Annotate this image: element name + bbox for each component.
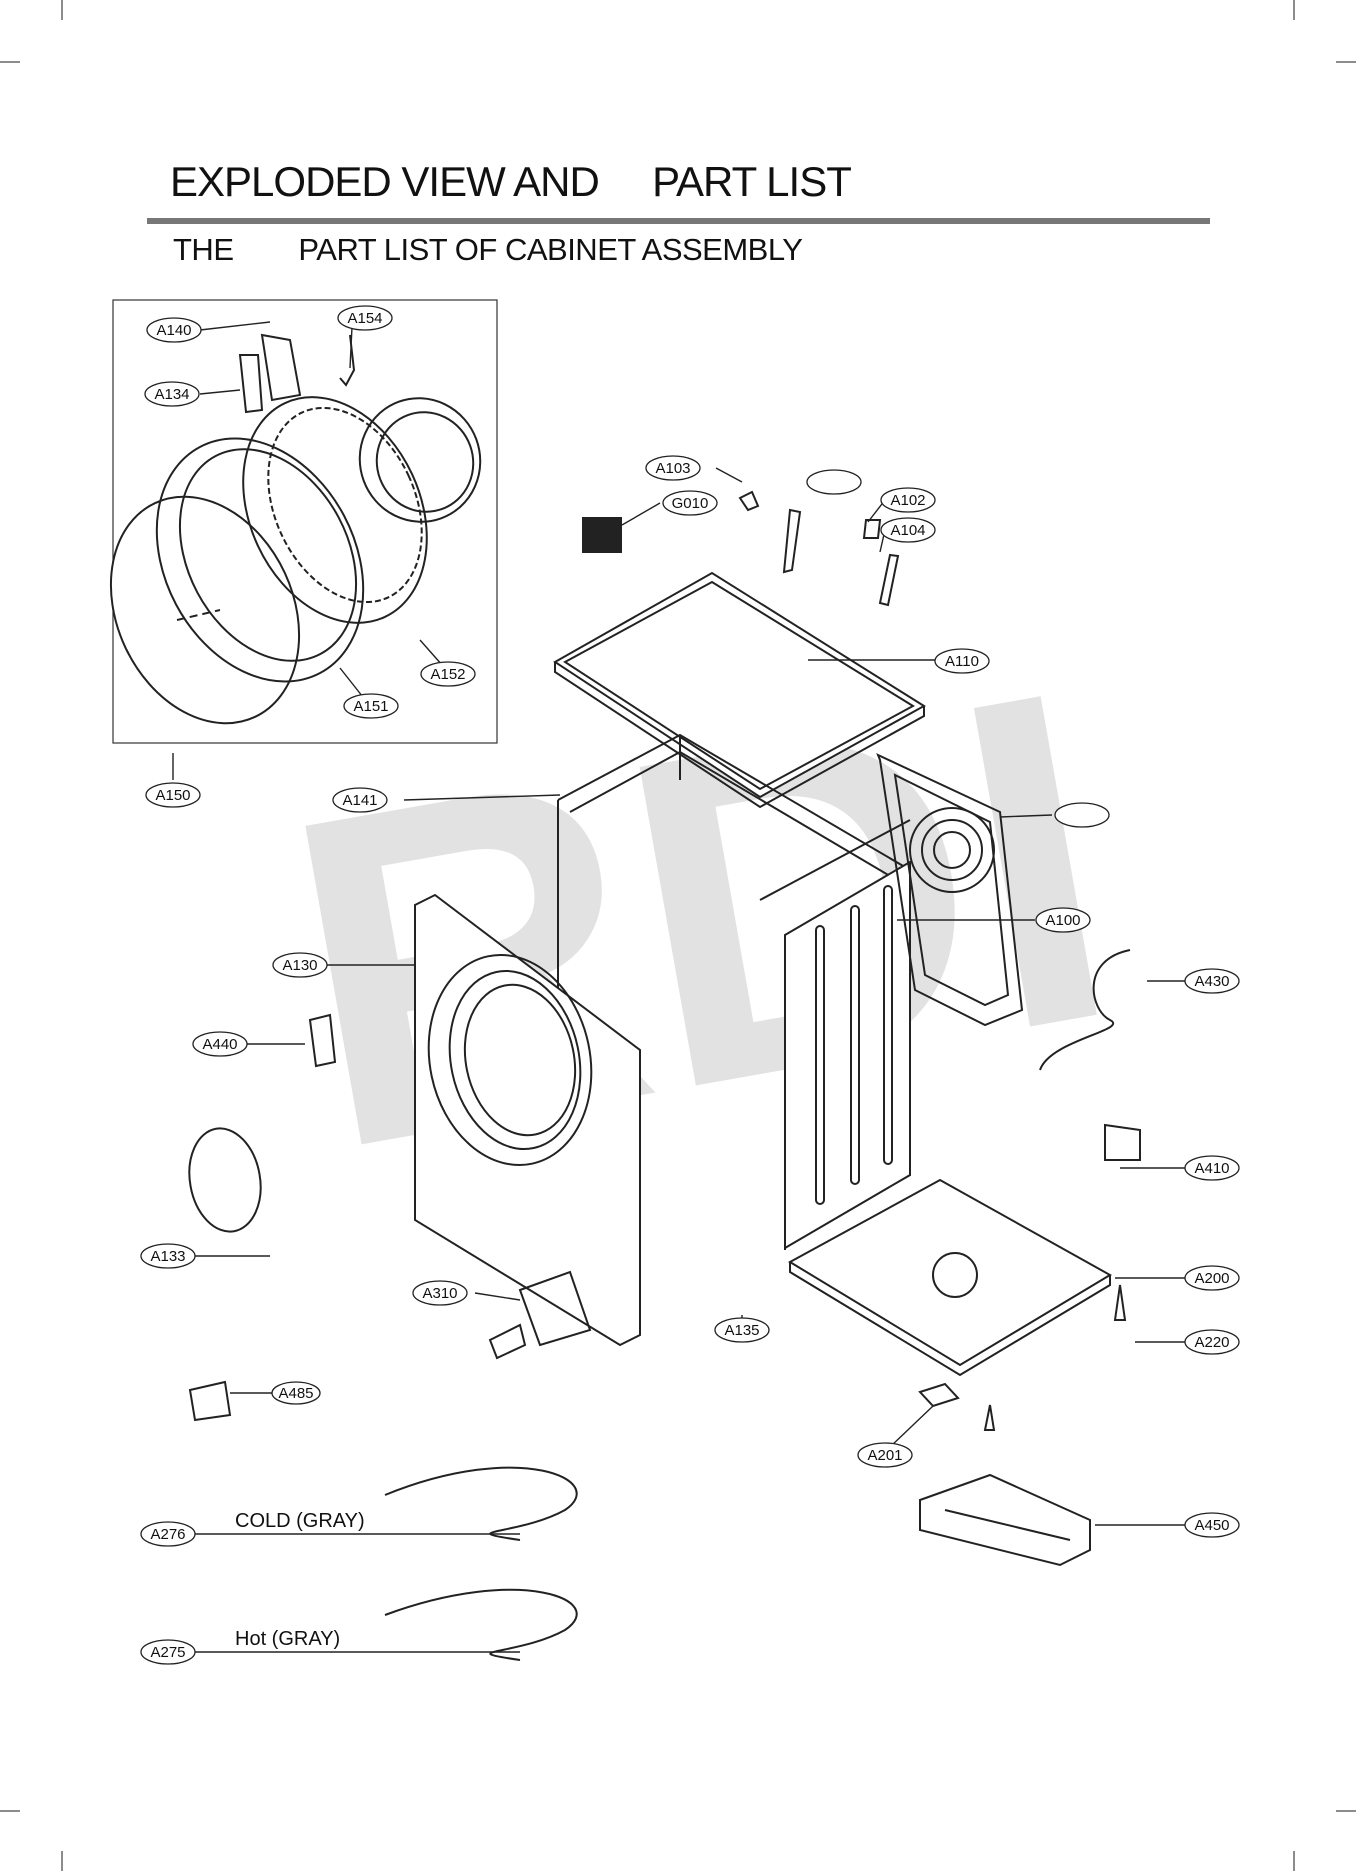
door-assembly-box	[112, 299, 498, 744]
label-a275: A275	[150, 1644, 185, 1661]
small-parts-drawing	[188, 490, 1141, 1661]
label-g010: G010	[672, 495, 709, 512]
part-labels: A140 A154 A134 A151 A152 A150 A103 G010 …	[150, 310, 1229, 1661]
leader-lines	[172, 321, 1185, 1653]
label-a135: A135	[724, 1322, 759, 1339]
label-a450: A450	[1194, 1517, 1229, 1534]
label-a151: A151	[353, 698, 388, 715]
label-a134: A134	[154, 386, 189, 403]
label-a430: A430	[1194, 973, 1229, 990]
label-a110: A110	[945, 653, 979, 670]
page-subtitle: THE PART LIST OF CABINET ASSEMBLY	[173, 232, 803, 267]
label-a154: A154	[347, 310, 382, 327]
label-a276: A276	[150, 1526, 185, 1543]
label-a103: A103	[655, 460, 690, 477]
label-a440: A440	[202, 1036, 237, 1053]
label-a102: A102	[890, 492, 925, 509]
label-a310: A310	[422, 1285, 457, 1302]
label-a152: A152	[430, 666, 465, 683]
page-title: EXPLODED VIEW AND PART LIST	[170, 158, 852, 205]
label-a200: A200	[1194, 1270, 1229, 1287]
label-a104: A104	[890, 522, 925, 539]
label-a133: A133	[150, 1248, 185, 1265]
cabinet-drawing	[414, 571, 1112, 1567]
label-a220: A220	[1194, 1334, 1229, 1351]
label-a141: A141	[342, 792, 377, 809]
hot-hose-label: Hot (GRAY)	[235, 1628, 340, 1650]
label-a130: A130	[282, 957, 317, 974]
label-a485: A485	[278, 1385, 313, 1402]
door-assembly-drawing	[109, 333, 482, 725]
cold-hose-label: COLD (GRAY)	[235, 1510, 365, 1532]
label-a201: A201	[867, 1447, 902, 1464]
g010-square	[582, 517, 622, 553]
label-a100: A100	[1045, 912, 1080, 929]
label-bubbles	[140, 305, 1240, 1665]
label-a150: A150	[155, 787, 190, 804]
label-a140: A140	[156, 322, 191, 339]
label-a410: A410	[1194, 1160, 1229, 1177]
title-divider	[147, 218, 1210, 224]
